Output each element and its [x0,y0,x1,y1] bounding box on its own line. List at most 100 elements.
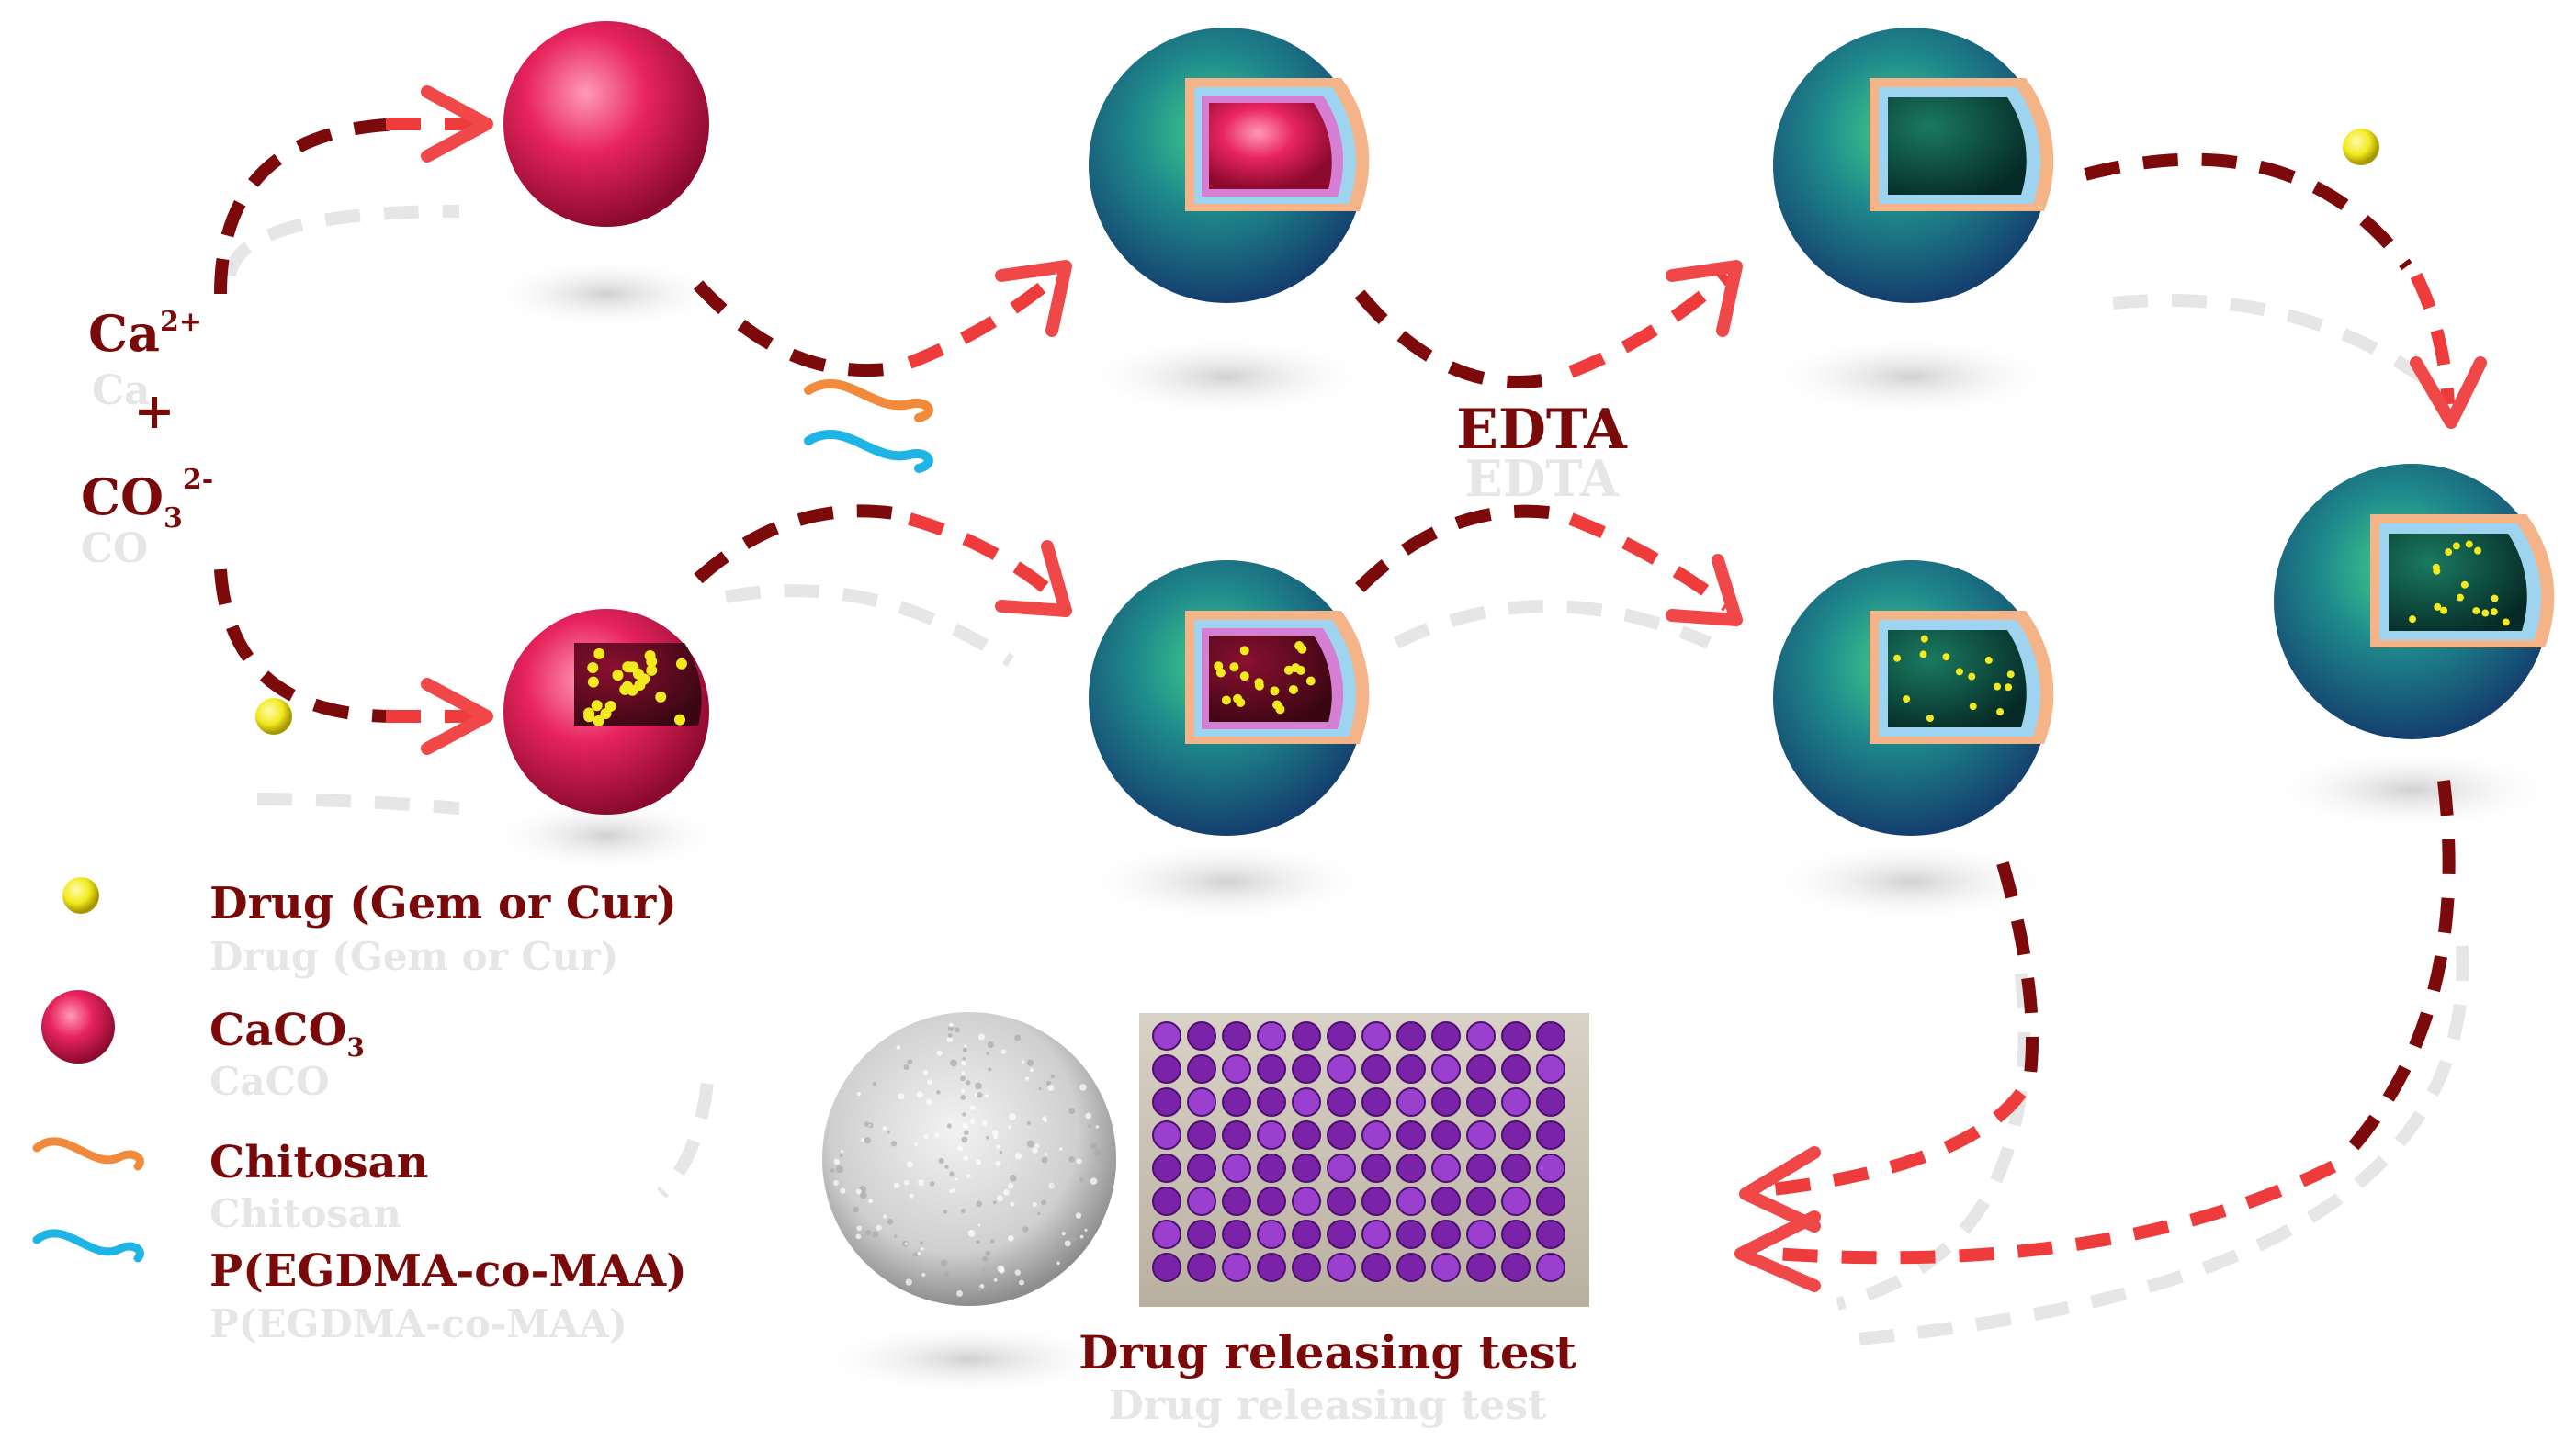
plate-well [1222,1154,1251,1183]
plate-well [1222,1253,1251,1282]
dish-speck [893,1234,898,1239]
dish-speck [856,1225,863,1232]
plate-well [1361,1220,1391,1249]
plate-well [1361,1021,1391,1051]
dish-speck [1047,1085,1055,1091]
dish-speck [1042,1116,1047,1121]
caco3-core [503,21,709,227]
dish-speck [963,1155,969,1161]
dish-speck [926,1098,932,1106]
dish-speck [890,1141,898,1147]
dish-speck [975,1159,982,1165]
arrow-to-test-2 [2346,780,2456,1153]
dish-speck [1007,1235,1014,1242]
dish-speck [1003,1189,1010,1196]
dish-speck [912,1252,918,1257]
dish-speck [868,1199,874,1204]
plate-well [1501,1253,1531,1282]
arrow-drug-loading [2084,152,2412,271]
arrow-to-caco3 [214,118,405,295]
plate-well [1431,1120,1461,1150]
legend-reflection: CaCO [209,1059,330,1104]
dish-speck [960,1209,966,1213]
plate-well [1257,1021,1286,1051]
plate-well [1187,1220,1216,1249]
sphere-shadows [487,257,2559,923]
plate-well [1431,1220,1461,1249]
drug-dot [612,670,624,681]
dish-speck [961,1071,966,1075]
dish-speck [943,1271,950,1278]
dish-speck [961,1060,966,1066]
dish-speck [1014,1269,1021,1276]
dish-speck [923,1133,929,1140]
dish-speck [946,1036,954,1043]
petri-dish-photo [822,1012,1116,1306]
dish-speck [893,1182,900,1189]
dish-speck [992,1200,997,1205]
dish-speck [1075,1212,1082,1219]
plate-well [1257,1087,1286,1117]
dish-speck [938,1157,944,1165]
plate-well [1152,1054,1181,1084]
dish-speck [918,1179,925,1187]
reactant-reflection: CO [81,525,148,572]
dish-speck [962,1112,966,1117]
dish-speck [949,1022,954,1028]
plate-well [1466,1021,1496,1051]
dish-speck [896,1045,901,1051]
plate-well [1187,1253,1216,1282]
dish-speck [1008,1113,1016,1120]
dish-speck [1096,1187,1102,1191]
dish-speck [1068,1108,1076,1115]
plate-well [1431,1087,1461,1117]
drug-dot [2409,615,2417,624]
plate-well [1292,1087,1321,1117]
dish-speck [982,1268,987,1273]
dish-speck [947,1033,953,1039]
dish-speck [1084,1228,1088,1232]
dish-speck [907,1059,913,1065]
plate-well [1396,1054,1426,1084]
plate-well [1327,1154,1356,1183]
plate-well [1152,1120,1181,1150]
drug-dot [1272,700,1282,710]
drug-dot [591,700,603,712]
dish-speck [1037,1211,1041,1216]
plate-well [1466,1087,1496,1117]
dish-speck [947,1025,955,1031]
dish-speck [1061,1231,1066,1236]
dish-speck [1022,1226,1029,1233]
coated-caco3-particle [1089,28,1370,303]
dish-speck [1076,1158,1082,1165]
plate-well [1152,1253,1181,1282]
plate-well [1536,1021,1565,1051]
legend-reflection: Chitosan [209,1191,401,1236]
plate-well [1187,1120,1216,1150]
legend: Drug (Gem or Cur) Drug (Gem or Cur) CaCO… [32,877,687,1346]
drug-dot [2434,602,2442,611]
dish-speck [943,1210,948,1214]
dish-speck [967,1229,976,1237]
polymer-strand [804,430,933,473]
drug-dot [646,664,658,676]
dish-speck [1085,1112,1091,1120]
dish-texture [830,1022,1102,1297]
dish-speck [982,1255,989,1262]
dish-speck [882,1125,887,1131]
well-plate-wells [1152,1021,1565,1282]
drug-dot [600,707,612,719]
caco3-legend-icon [41,990,115,1064]
plate-well [1222,1054,1251,1084]
dish-speck [1090,1177,1098,1186]
legend-chitosan-label: Chitosan [209,1137,429,1188]
plate-well [1396,1087,1426,1117]
dish-speck [876,1224,882,1231]
plate-well [1292,1253,1321,1282]
arrow-coating-top [693,280,902,377]
dish-speck [1000,1049,1007,1054]
dish-speck [839,1154,843,1157]
plate-well [1292,1021,1321,1051]
plate-well [1396,1154,1426,1183]
